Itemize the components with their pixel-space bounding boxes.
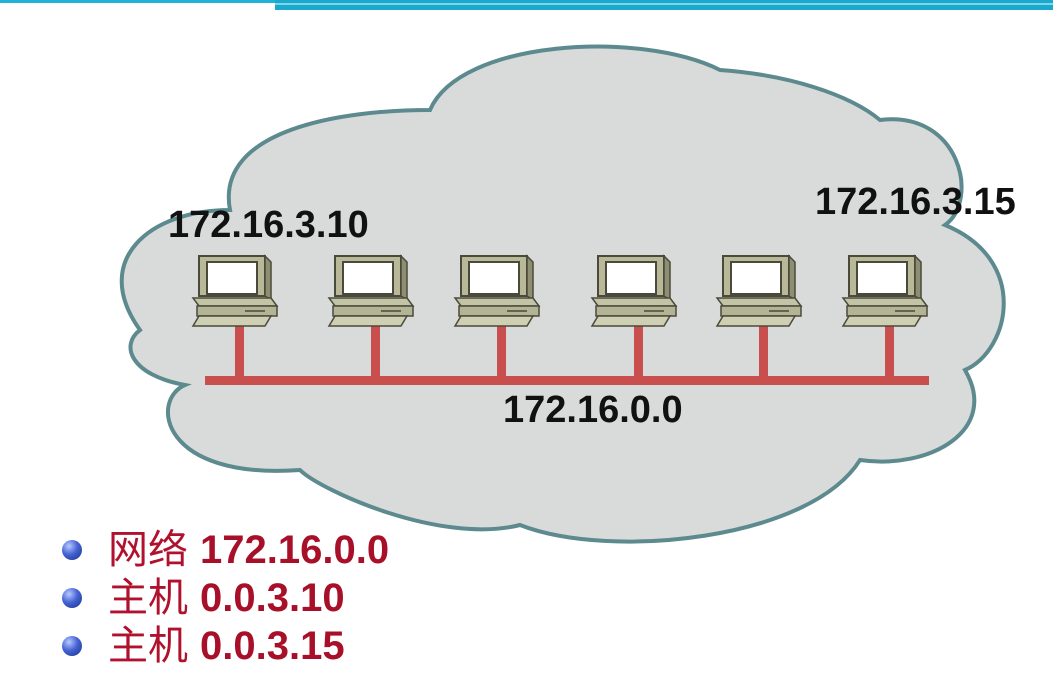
pc-3-computer-icon bbox=[454, 255, 540, 327]
pc-1-computer-icon bbox=[192, 255, 278, 327]
pc-4-computer-icon bbox=[591, 255, 677, 327]
bullet-label: 网络 bbox=[108, 527, 188, 573]
bullet-network: 网络 172.16.0.0 bbox=[62, 526, 389, 574]
bullet-host-2: 主机 0.0.3.15 bbox=[62, 622, 389, 670]
header-accent-thin-bar bbox=[0, 0, 275, 3]
bullet-list: 网络 172.16.0.0 主机 0.0.3.10 主机 0.0.3.15 bbox=[62, 526, 389, 670]
bus-line bbox=[205, 376, 929, 385]
drop-line-4 bbox=[634, 326, 643, 376]
drop-line-3 bbox=[497, 326, 506, 376]
bullet-value: 172.16.0.0 bbox=[200, 528, 390, 572]
bullet-value: 0.0.3.15 bbox=[200, 624, 345, 668]
bullet-label: 主机 bbox=[108, 623, 188, 669]
bullet-host-1: 主机 0.0.3.10 bbox=[62, 574, 389, 622]
drop-line-6 bbox=[885, 326, 894, 376]
bullet-icon bbox=[62, 636, 82, 656]
network-address-label: 172.16.0.0 bbox=[503, 389, 683, 431]
pc-6-computer-icon bbox=[842, 255, 928, 327]
pc-5-computer-icon bbox=[716, 255, 802, 327]
network-bus bbox=[205, 326, 929, 385]
cloud-shape bbox=[119, 44, 1006, 544]
drop-line-2 bbox=[371, 326, 380, 376]
bullet-value: 0.0.3.10 bbox=[200, 576, 345, 620]
pc-2-computer-icon bbox=[328, 255, 414, 327]
bullet-label: 主机 bbox=[108, 575, 188, 621]
header-accent-highlight bbox=[275, 3, 1053, 5]
bullet-icon bbox=[62, 540, 82, 560]
drop-line-5 bbox=[759, 326, 768, 376]
host-ip-label-1: 172.16.3.10 bbox=[168, 204, 369, 246]
header-accent-thick-bar bbox=[275, 0, 1053, 10]
host-ip-label-6: 172.16.3.15 bbox=[815, 181, 1016, 223]
drop-line-1 bbox=[235, 326, 244, 376]
bullet-icon bbox=[62, 588, 82, 608]
